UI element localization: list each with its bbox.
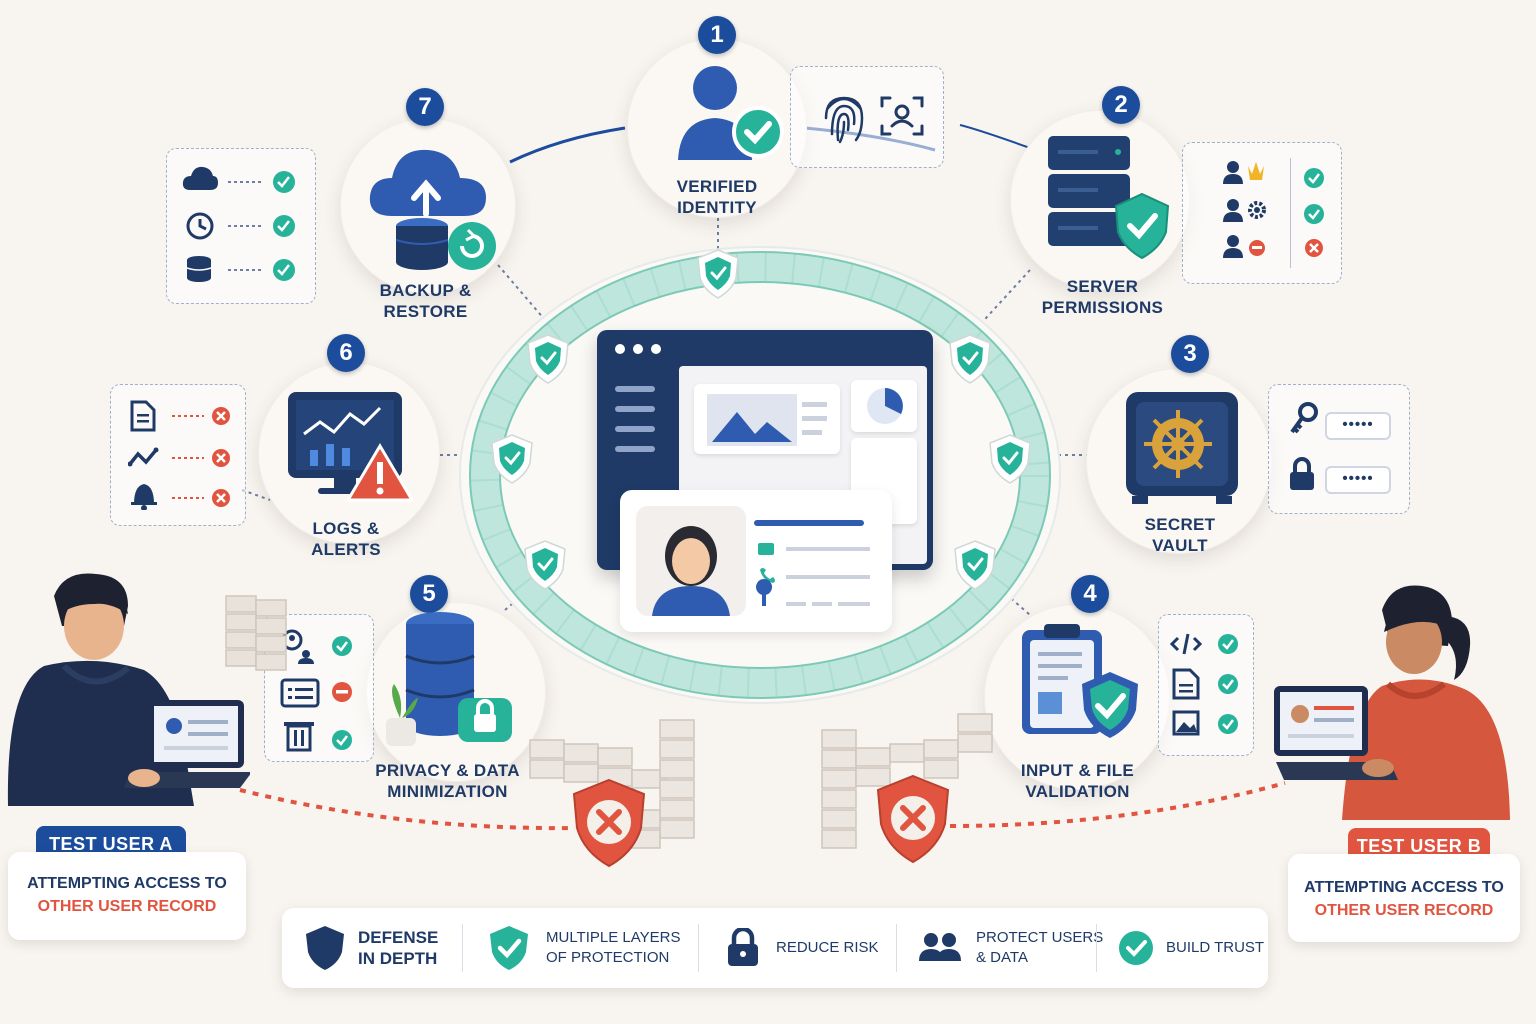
secret-field: ••••• <box>1325 466 1391 494</box>
step-number: 5 <box>410 575 448 613</box>
test-user-b-figure <box>1274 585 1510 820</box>
benefit-reduce-risk: Reduce risk <box>726 908 879 988</box>
removed-user-icon <box>1223 235 1265 258</box>
blocked-shield-icon <box>876 774 950 864</box>
monitor-alert-icon <box>288 392 415 502</box>
layer-label: Backup & Restore <box>379 281 472 321</box>
image-placeholder-icon <box>707 394 827 446</box>
padlock-icon <box>728 928 758 966</box>
benefit-label: of protection <box>546 949 670 966</box>
benefit-label: Multiple layers <box>546 929 681 946</box>
step-number: 6 <box>327 334 365 372</box>
ring-shield-icon <box>953 539 997 591</box>
logs-rows <box>128 400 230 510</box>
benefit-label: Build trust <box>1166 939 1265 956</box>
check-circle-icon <box>1119 931 1153 965</box>
activity-icon <box>128 447 159 467</box>
blocked-shield-icon <box>572 778 646 868</box>
privacy-rows <box>280 629 352 752</box>
users-icon <box>919 933 961 961</box>
layer-label: Input & File Validation <box>1020 761 1135 801</box>
clipboard-shield-icon <box>1022 624 1138 738</box>
log-file-icon <box>130 400 156 432</box>
step-number: 1 <box>698 16 736 54</box>
layer-label: Privacy & Data Minimization <box>375 761 520 801</box>
shield-check-icon <box>490 926 528 970</box>
face-scan-icon <box>880 96 924 136</box>
code-icon <box>1170 633 1203 655</box>
lock-icon <box>1290 457 1314 490</box>
list-icon <box>280 678 320 708</box>
image-icon <box>1172 710 1200 736</box>
settings-role-icon <box>1223 199 1266 222</box>
step-number: 2 <box>1102 86 1140 124</box>
ring-shield-icon <box>490 433 534 485</box>
role-icons <box>1223 161 1266 258</box>
ring-shield-icon <box>526 333 570 385</box>
benefit-label: Defense <box>358 928 439 947</box>
test-user-a-figure <box>7 573 250 806</box>
brick-wall-right <box>821 713 993 849</box>
identity-methods-panel <box>790 66 944 168</box>
layer-label: Verified Identity <box>676 177 758 217</box>
permission-status <box>1304 168 1324 257</box>
cloud-backup-icon <box>369 149 496 270</box>
attempt-text: Attempting access to <box>27 875 227 892</box>
bell-icon <box>131 484 157 510</box>
benefit-defense-in-depth: Defense in depth <box>304 908 438 988</box>
ring-shield-icon <box>988 433 1032 485</box>
step-number: 4 <box>1071 575 1109 613</box>
validation-rows <box>1170 633 1238 736</box>
attempt-target: Other user record <box>1314 902 1494 919</box>
avatar <box>636 506 746 616</box>
layer-label: Secret Vault <box>1144 515 1216 555</box>
attempt-target: Other user record <box>37 898 217 915</box>
benefit-label: Reduce risk <box>776 939 879 956</box>
ring-shield-icon <box>696 248 740 300</box>
backup-rows <box>182 166 295 282</box>
vault-icon <box>1126 392 1238 504</box>
test-user-a-card: Attempting access to Other user record <box>8 852 246 940</box>
attempt-text: Attempting access to <box>1304 879 1504 896</box>
layer-label: Logs & Alerts <box>311 519 381 559</box>
layer-label: Server Permissions <box>1041 277 1164 317</box>
pie-chart-icon <box>867 388 903 424</box>
test-user-b-card: Attempting access to Other user record <box>1288 854 1520 942</box>
brick-wall-left-back <box>225 595 287 671</box>
contact-fields <box>756 543 870 606</box>
step-number: 7 <box>406 88 444 126</box>
benefits-bar: Defense in depth Multiple layers of prot… <box>282 908 1268 988</box>
admin-role-icon <box>1223 161 1264 184</box>
user-verified-icon <box>678 66 784 160</box>
key-icon <box>1290 402 1318 434</box>
database-icon <box>186 256 212 282</box>
user-profile-card <box>620 490 892 632</box>
benefit-protect-users: Protect users & data <box>918 908 1103 988</box>
database-lock-icon <box>386 612 512 746</box>
ring-shield-icon <box>523 539 567 591</box>
benefit-label: Protect users <box>976 929 1104 946</box>
key-lock-icons <box>1290 402 1318 490</box>
fingerprint-icon <box>824 96 864 144</box>
step-number: 3 <box>1171 335 1209 373</box>
cloud-icon <box>182 166 218 190</box>
benefit-build-trust: Build trust <box>1118 908 1264 988</box>
secret-field: ••••• <box>1325 412 1391 440</box>
benefit-multiple-layers: Multiple layers of protection <box>488 908 681 988</box>
server-shield-icon <box>1048 136 1170 260</box>
ring-shield-icon <box>948 333 992 385</box>
clock-icon <box>186 212 214 240</box>
document-icon <box>1172 668 1200 700</box>
trash-icon <box>284 722 314 752</box>
benefit-label: & data <box>976 949 1028 966</box>
benefit-label: in depth <box>358 949 438 968</box>
shield-icon <box>306 926 344 970</box>
